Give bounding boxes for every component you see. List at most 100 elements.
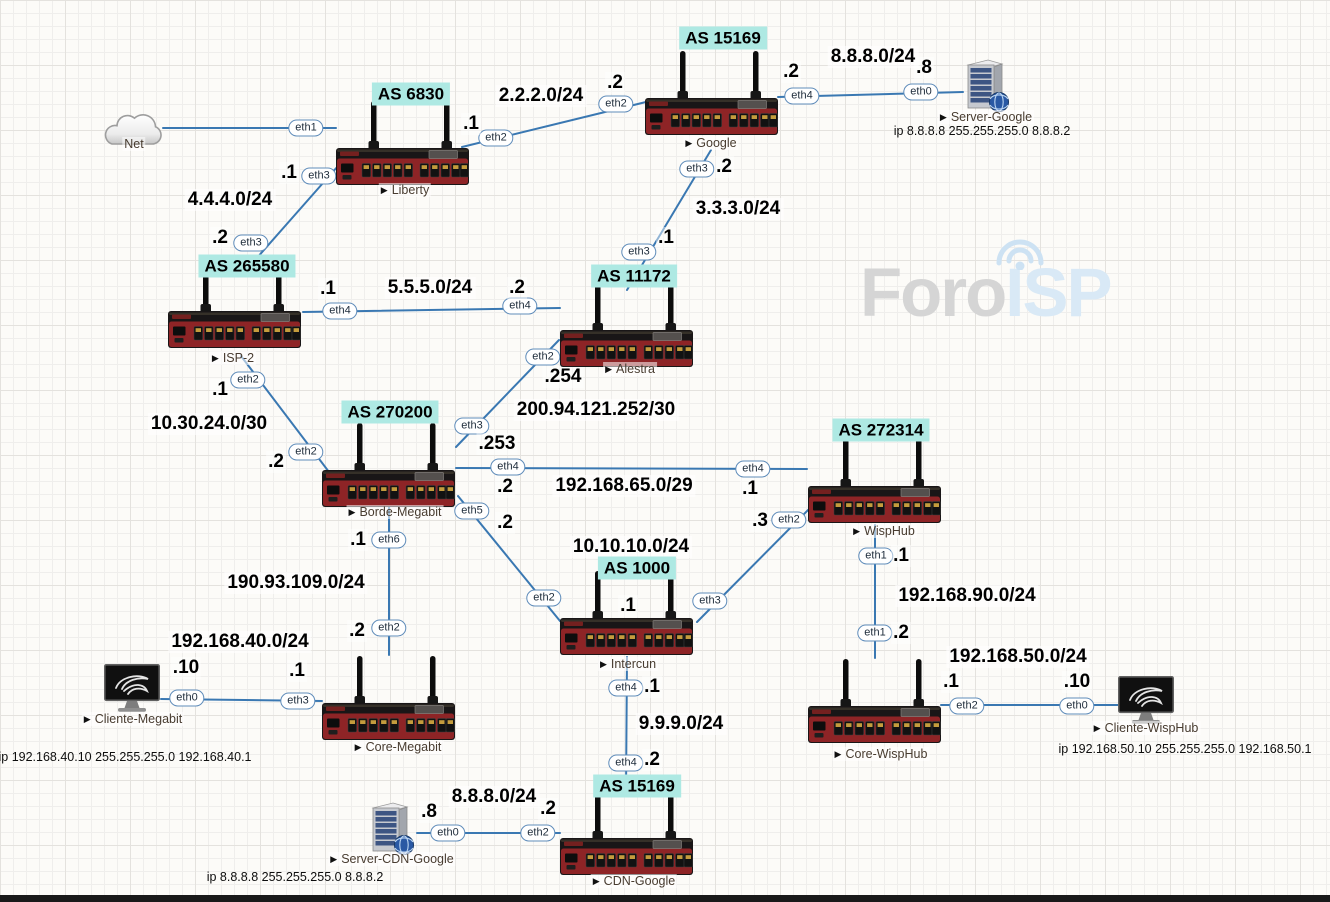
device-label-isp-2: ▶ISP-2 [209, 351, 257, 365]
device-intercun[interactable] [560, 570, 693, 655]
device-cliente-megabit[interactable] [104, 664, 160, 714]
subnet-label-isp2-borde: 10.30.24.0/30 [147, 413, 271, 435]
router-icon [322, 656, 455, 740]
iface-pill-borde-coremegabit-1[interactable]: eth2 [371, 619, 407, 637]
device-name-text: Borde-Megabit [359, 505, 442, 519]
link-intercun-cdngoogle [625, 656, 628, 793]
iface-pill-servercdn-cdngoogle-0[interactable]: eth0 [430, 824, 466, 842]
device-cdn-google[interactable] [560, 790, 693, 875]
iface-pill-intercun-cdngoogle-1[interactable]: eth4 [608, 754, 644, 772]
iface-pill-clientemegabit-coremegabit-1[interactable]: eth3 [280, 692, 316, 710]
router-icon [808, 659, 941, 743]
as-tag-alestra: AS 11172 [591, 264, 677, 288]
ip-addr-label: .2 [714, 156, 734, 178]
ip-addr-label: .253 [476, 433, 518, 455]
subnet-label-servercdn-cdngoogle: 8.8.8.0/24 [448, 786, 540, 808]
device-net[interactable] [96, 102, 166, 148]
device-server-google[interactable] [963, 58, 1011, 114]
iface-pill-isp2-borde-1[interactable]: eth2 [288, 443, 324, 461]
iface-pill-borde-wisphub-1[interactable]: eth4 [735, 460, 771, 478]
ip-addr-label: .1 [318, 278, 338, 300]
as-tag-wisphub: AS 272314 [832, 418, 930, 442]
ip-addr-label: .1 [740, 478, 760, 500]
ip-addr-label: .2 [266, 451, 286, 473]
iface-pill-wisphub-corewisphub-0[interactable]: eth1 [858, 547, 894, 565]
router-icon [168, 264, 301, 348]
ip-addr-label: .3 [750, 510, 770, 532]
device-name-text: Net [124, 137, 144, 151]
running-arrow-icon: ▶ [939, 112, 947, 122]
device-name-text: Core-Megabit [365, 740, 442, 754]
iface-pill-google-servergoogle-0[interactable]: eth4 [784, 87, 820, 105]
device-server-cdn-google[interactable] [368, 801, 416, 857]
device-borde-megabit[interactable] [322, 422, 455, 507]
subnet-label-corewisphub-clientewisphub: 192.168.50.0/24 [946, 646, 1090, 668]
ip-addr-label: .2 [507, 277, 527, 299]
running-arrow-icon: ▶ [853, 526, 861, 536]
iface-pill-wisphub-intercun-1[interactable]: eth3 [692, 592, 728, 610]
iface-pill-google-servergoogle-1[interactable]: eth0 [903, 83, 939, 101]
iface-pill-clientemegabit-coremegabit-0[interactable]: eth0 [169, 689, 205, 707]
ip-addr-label: .2 [538, 798, 558, 820]
device-google[interactable] [645, 50, 778, 135]
device-label-cdn-google: ▶CDN-Google [590, 874, 678, 888]
iface-pill-servercdn-cdngoogle-1[interactable]: eth2 [520, 824, 556, 842]
device-isp-2[interactable] [168, 263, 301, 348]
ip-addr-label: .1 [461, 113, 481, 135]
iface-pill-isp2-alestra-1[interactable]: eth4 [502, 297, 538, 315]
iface-pill-borde-coremegabit-0[interactable]: eth6 [371, 531, 407, 549]
iface-pill-corewisphub-clientewisphub-1[interactable]: eth0 [1059, 697, 1095, 715]
iface-pill-liberty-google-1[interactable]: eth2 [598, 95, 634, 113]
ip-config-note-server-google: ip 8.8.8.8 255.255.255.0 8.8.8.2 [893, 124, 1071, 138]
running-arrow-icon: ▶ [1093, 723, 1101, 733]
subnet-label-intercun-cdngoogle: 9.9.9.0/24 [635, 713, 727, 735]
as-tag-google: AS 15169 [679, 26, 767, 50]
as-tag-liberty: AS 6830 [371, 82, 451, 106]
iface-pill-liberty-isp2-0[interactable]: eth3 [301, 167, 337, 185]
iface-pill-alestra-borde-0[interactable]: eth2 [525, 348, 561, 366]
device-liberty[interactable] [336, 100, 469, 185]
ip-addr-label: .1 [279, 162, 299, 184]
running-arrow-icon: ▶ [348, 507, 356, 517]
ip-addr-label: .1 [618, 595, 638, 617]
iface-pill-liberty-isp2-1[interactable]: eth3 [233, 234, 269, 252]
iface-pill-liberty-google-0[interactable]: eth2 [478, 129, 514, 147]
iface-pill-borde-intercun-0[interactable]: eth5 [454, 502, 490, 520]
device-core-megabit[interactable] [322, 655, 455, 740]
subnet-label-borde-coremegabit: 190.93.109.0/24 [224, 572, 368, 594]
device-label-borde-megabit: ▶Borde-Megabit [346, 505, 444, 519]
device-label-server-google: ▶Server-Google [937, 110, 1035, 124]
as-tag-borde-megabit: AS 270200 [341, 400, 439, 424]
iface-pill-wisphub-corewisphub-1[interactable]: eth1 [857, 624, 893, 642]
device-core-wisphub[interactable] [808, 658, 941, 743]
device-name-text: WispHub [864, 524, 915, 538]
device-name-text: Alestra [616, 362, 655, 376]
iface-pill-intercun-cdngoogle-0[interactable]: eth4 [608, 679, 644, 697]
ip-addr-label: .1 [287, 660, 307, 682]
device-name-text: Cliente-WispHub [1104, 721, 1199, 735]
device-alestra[interactable] [560, 282, 693, 367]
iface-pill-alestra-borde-1[interactable]: eth3 [454, 417, 490, 435]
iface-pill-wisphub-intercun-0[interactable]: eth2 [771, 511, 807, 529]
iface-pill-borde-wisphub-0[interactable]: eth4 [490, 458, 526, 476]
device-name-text: Google [696, 136, 737, 150]
device-cliente-wisphub[interactable] [1118, 676, 1174, 726]
router-icon [560, 283, 693, 367]
bottom-window-edge [0, 895, 1330, 902]
router-icon [336, 101, 469, 185]
as-tag-cdn-google: AS 15169 [593, 774, 681, 798]
iface-pill-google-alestra-0[interactable]: eth3 [679, 160, 715, 178]
iface-pill-borde-intercun-1[interactable]: eth2 [526, 589, 562, 607]
ip-config-note-cliente-megabit: ip 192.168.40.10 255.255.255.0 192.168.4… [0, 750, 252, 764]
device-label-liberty: ▶Liberty [378, 183, 432, 197]
device-wisphub[interactable] [808, 438, 941, 523]
iface-pill-isp2-alestra-0[interactable]: eth4 [322, 302, 358, 320]
iface-pill-corewisphub-clientewisphub-0[interactable]: eth2 [949, 697, 985, 715]
running-arrow-icon: ▶ [211, 353, 219, 363]
device-name-text: Cliente-Megabit [94, 712, 183, 726]
iface-pill-google-alestra-1[interactable]: eth3 [621, 243, 657, 261]
iface-pill-isp2-borde-0[interactable]: eth2 [230, 371, 266, 389]
iface-pill-net-liberty-0[interactable]: eth1 [288, 119, 324, 137]
router-icon [645, 51, 778, 135]
